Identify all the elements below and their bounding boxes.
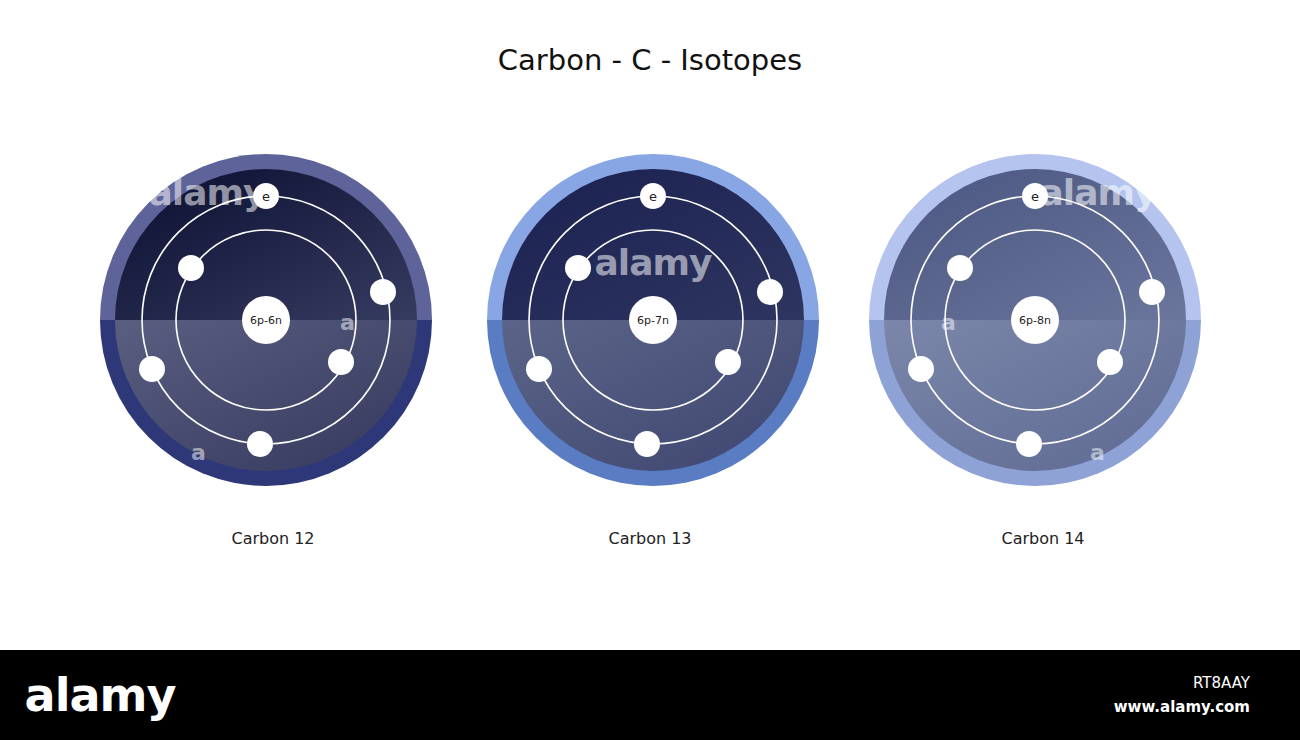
watermark: a bbox=[191, 440, 205, 465]
carbon-13-atom bbox=[487, 154, 819, 486]
nucleus: 6p-7n bbox=[629, 296, 677, 344]
watermark: alamy bbox=[1040, 172, 1157, 213]
isotope-caption: Carbon 12 bbox=[231, 529, 314, 548]
electron-label: e bbox=[1031, 189, 1039, 204]
image-id: RT8AAY bbox=[1193, 674, 1250, 692]
logo: alamy bbox=[25, 668, 176, 722]
electron: e bbox=[640, 183, 666, 209]
nucleus-label: 6p-6n bbox=[250, 314, 282, 327]
website: www.alamy.com bbox=[1114, 698, 1250, 716]
electron-label: e bbox=[649, 189, 657, 204]
nucleus: 6p-6n bbox=[242, 296, 290, 344]
nucleus: 6p-8n bbox=[1011, 296, 1059, 344]
watermark: alamy bbox=[595, 242, 712, 283]
isotope-caption: Carbon 13 bbox=[608, 529, 691, 548]
watermark: a bbox=[1090, 440, 1104, 465]
carbon-12-atom bbox=[100, 154, 432, 486]
footer-bar bbox=[0, 650, 1300, 740]
nucleus-label: 6p-8n bbox=[1019, 314, 1051, 327]
watermark: a bbox=[340, 310, 354, 335]
carbon-14-atom bbox=[869, 154, 1201, 486]
watermark: a bbox=[941, 310, 955, 335]
watermark: alamy bbox=[149, 172, 266, 213]
nucleus-label: 6p-7n bbox=[637, 314, 669, 327]
diagram-title: Carbon - C - Isotopes bbox=[498, 43, 802, 77]
isotope-caption: Carbon 14 bbox=[1001, 529, 1084, 548]
